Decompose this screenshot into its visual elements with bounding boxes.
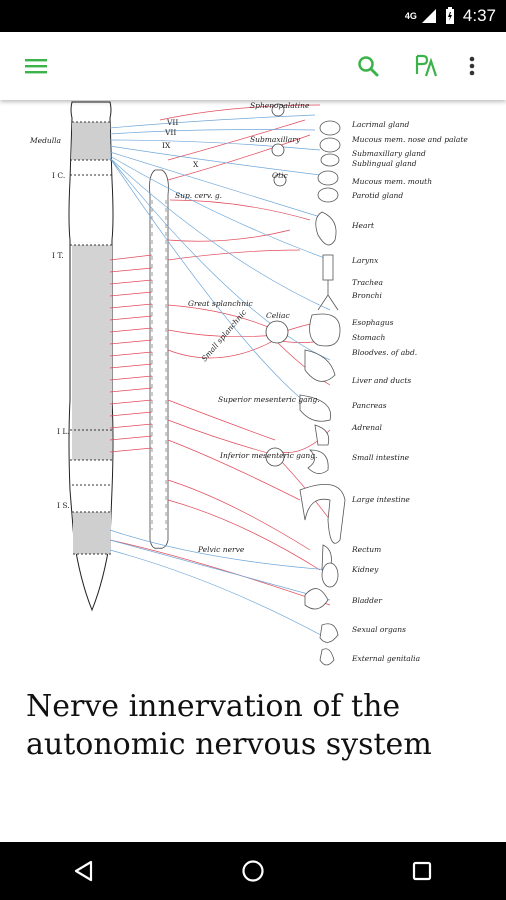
label-mucous-nose: Mucous mem. nose and palate xyxy=(351,135,468,144)
anatomy-figure: Medulla I C. I T. I L. I S. VII VII IX X… xyxy=(0,100,506,680)
label-cn-vii-2: VII xyxy=(164,128,176,137)
network-type: 4G xyxy=(404,11,417,21)
more-vert-icon[interactable] xyxy=(456,50,488,82)
label-cn-vii: VII xyxy=(166,118,178,127)
navigation-bar xyxy=(0,842,506,900)
label-first-lumbar: I L. xyxy=(57,427,70,436)
organ-labels: Lacrimal gland Mucous mem. nose and pala… xyxy=(351,120,468,663)
label-first-thoracic: I T. xyxy=(52,251,64,260)
label-superior-mesenteric: Superior mesenteric gang. xyxy=(218,395,320,404)
autonomic-nervous-system-diagram: Medulla I C. I T. I L. I S. VII VII IX X… xyxy=(29,101,468,666)
label-larynx: Larynx xyxy=(351,256,379,265)
label-cn-ix: IX xyxy=(162,141,171,150)
status-bar: 4G 4:37 xyxy=(0,0,506,32)
label-lacrimal-gland: Lacrimal gland xyxy=(351,120,410,129)
label-kidney: Kidney xyxy=(351,565,379,574)
label-mucous-mouth: Mucous mem. mouth xyxy=(351,177,432,186)
dictionary-icon[interactable] xyxy=(410,50,442,82)
recents-square-icon[interactable] xyxy=(402,851,442,891)
label-heart: Heart xyxy=(351,221,375,230)
label-bronchi: Bronchi xyxy=(351,291,382,300)
label-sexual-organs: Sexual organs xyxy=(352,625,406,634)
label-inferior-mesenteric: Inferior mesenteric gang. xyxy=(219,451,317,460)
label-liver: Liver and ducts xyxy=(351,376,411,385)
label-parotid-gland: Parotid gland xyxy=(351,191,403,200)
label-sphenopalatine: Sphenopalatine xyxy=(250,101,310,110)
label-rectum: Rectum xyxy=(351,545,381,554)
label-adrenal: Adrenal xyxy=(351,423,383,432)
label-submaxillary-gland: Submaxillary gland xyxy=(352,149,426,158)
label-large-intestine: Large intestine xyxy=(351,495,410,504)
figure-caption: Nerve innervation of the autonomic nervo… xyxy=(26,689,432,762)
label-stomach: Stomach xyxy=(352,333,385,342)
label-first-cervical: I C. xyxy=(52,171,65,180)
label-cn-x: X xyxy=(193,160,199,169)
label-great-splanchnic: Great splanchnic xyxy=(188,299,253,308)
label-small-intestine: Small intestine xyxy=(352,453,410,462)
hamburger-menu-icon[interactable] xyxy=(20,50,52,82)
label-medulla: Medulla xyxy=(29,136,61,145)
search-icon[interactable] xyxy=(352,50,384,82)
signal-icon xyxy=(421,9,436,23)
label-pelvic-nerve: Pelvic nerve xyxy=(197,545,245,554)
back-triangle-icon[interactable] xyxy=(64,851,104,891)
app-bar xyxy=(0,32,506,100)
home-circle-icon[interactable] xyxy=(233,851,273,891)
clock: 4:37 xyxy=(462,6,496,25)
label-sup-cerv-ganglion: Sup. cerv. g. xyxy=(175,191,222,200)
label-bloodves: Bloodves. of abd. xyxy=(351,348,417,357)
label-first-sacral: I S. xyxy=(57,501,70,510)
label-otic: Otic xyxy=(272,171,289,180)
label-celiac: Celiac xyxy=(266,311,290,320)
label-external-genitalia: External genitalia xyxy=(351,654,420,663)
battery-icon xyxy=(445,7,454,24)
label-sublingual-gland: Sublingual gland xyxy=(352,159,417,168)
label-submaxillary: Submaxillary xyxy=(250,135,301,144)
label-bladder: Bladder xyxy=(351,596,382,605)
label-trachea: Trachea xyxy=(352,278,383,287)
label-esophagus: Esophagus xyxy=(351,318,394,327)
label-pancreas: Pancreas xyxy=(351,401,387,410)
